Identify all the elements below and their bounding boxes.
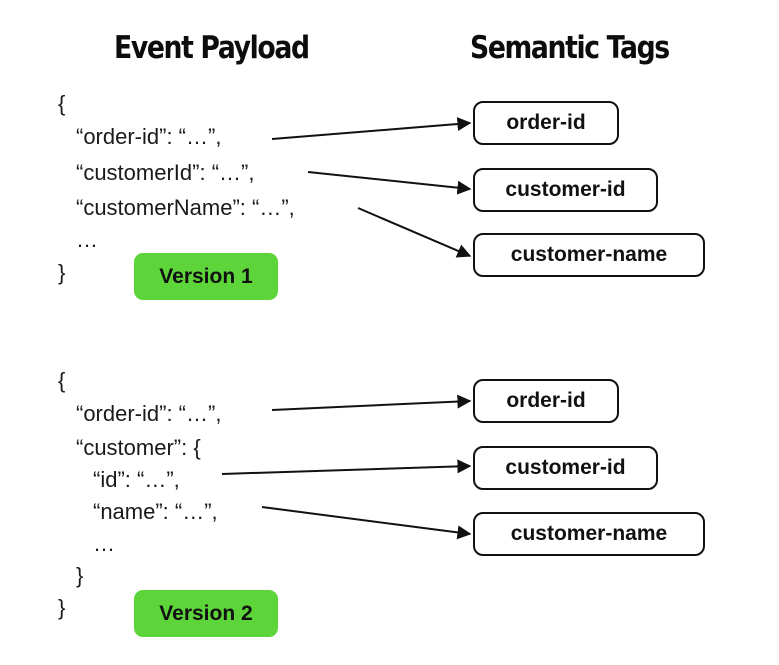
v2-open-brace: {: [58, 368, 66, 393]
version-2-badge: Version 2: [134, 590, 278, 637]
v1-tag-customer-id: customer-id: [473, 168, 658, 212]
v2-line-customer: “customer”: {: [76, 435, 201, 460]
v1-arrow-customer-name: [357, 207, 472, 258]
v2-tag-order-id: order-id: [473, 379, 619, 423]
v2-arrow-customer-id: [221, 459, 472, 475]
v2-line-ellipsis: …: [93, 531, 115, 556]
v2-line-name: “name”: “…”,: [93, 499, 218, 524]
v1-close-brace: }: [58, 260, 66, 285]
v2-arrow-order-id: [271, 394, 472, 411]
v1-tag-order-id: order-id: [473, 101, 619, 145]
v1-line-ellipsis: …: [76, 227, 98, 252]
v2-line-id: “id”: “…”,: [93, 467, 180, 492]
version-1-badge: Version 1: [134, 253, 278, 300]
semantic-tags-heading: Semantic Tags: [470, 30, 670, 66]
event-payload-heading: Event Payload: [114, 30, 310, 66]
v1-open-brace: {: [58, 91, 66, 116]
v1-tag-customer-name: customer-name: [473, 233, 705, 277]
v1-arrow-order-id: [271, 117, 472, 140]
v2-arrow-customer-name: [261, 506, 472, 540]
v2-line-order-id: “order-id”: “…”,: [76, 401, 222, 426]
v1-line-order-id: “order-id”: “…”,: [76, 124, 222, 149]
v2-tag-customer-id: customer-id: [473, 446, 658, 490]
v2-close-brace: }: [58, 595, 66, 620]
v1-line-customer-name: “customerName”: “…”,: [76, 195, 295, 220]
v1-arrow-customer-id: [307, 171, 472, 195]
v1-line-customer-id: “customerId”: “…”,: [76, 160, 255, 185]
v2-tag-customer-name: customer-name: [473, 512, 705, 556]
v2-inner-close-brace: }: [76, 563, 84, 588]
